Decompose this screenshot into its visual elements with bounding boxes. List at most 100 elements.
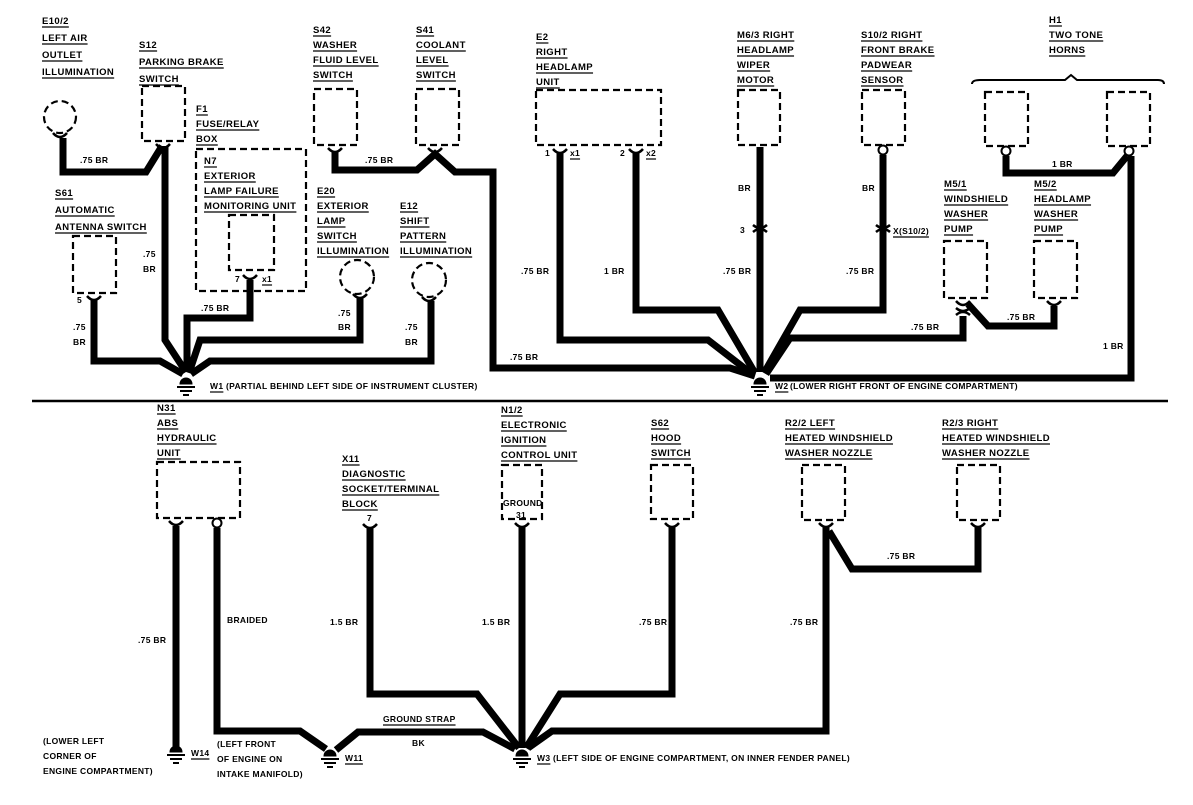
wire-label: .75 [73,322,86,332]
ring-terminal-icon [1000,145,1012,157]
wire-horns-to-w2 [770,156,1135,382]
connector-icon [628,148,644,155]
wire-label: .75 BR [887,551,915,561]
ground-w2-icon [751,377,769,396]
component-label-r2-3: R2/3 RIGHT [942,418,998,429]
component-label-x11: DIAGNOSTIC [342,469,406,480]
component-label-m6-3: WIPER [737,60,770,71]
box-n1-2 [500,463,544,521]
component-label-s10-2: FRONT BRAKE [861,45,935,56]
component-label-e10-2: ILLUMINATION [42,67,114,78]
component-label-m5-2: WASHER [1034,209,1078,220]
component-label-m5-1: WINDSHIELD [944,194,1008,205]
component-label-r2-3: HEATED WINDSHIELD [942,433,1050,444]
wire-m5-1-to-m5-2 [965,301,1058,330]
lamp-e10-2 [42,99,78,135]
connector-icon [427,147,443,154]
ring-terminal-icon [877,144,889,156]
ground-cap [753,377,767,385]
ground-desc-w14: ENGINE COMPARTMENT) [43,766,153,776]
pin-label: x2 [646,148,656,158]
lamp-e12 [410,261,448,299]
connector-icon [552,148,568,155]
pin-label: X(S10/2) [893,226,929,236]
component-label-m5-2: M5/2 [1034,179,1057,190]
component-label-n7: N7 [204,156,217,167]
ground-desc-w1: (PARTIAL BEHIND LEFT SIDE OF INSTRUMENT … [226,381,478,391]
component-label-s61: ANTENNA SWITCH [55,222,147,233]
connector-icon [52,132,68,139]
component-label-s42: S42 [313,25,331,36]
connector-icon [664,522,680,529]
wire-label: .75 BR [201,303,229,313]
component-label-s10-2: SENSOR [861,75,904,86]
ground-label-w3: W3 [537,753,550,763]
wire-label: .75 BR [80,155,108,165]
wires [59,138,1135,753]
component-label-m5-1: PUMP [944,224,973,235]
box-r2-3 [955,463,1002,522]
component-label-e12: SHIFT [400,216,429,227]
component-label-e2: E2 [536,32,548,43]
wire-label: BR [338,322,351,332]
ground-cap [515,749,529,757]
box-r2-2 [800,463,847,522]
connector-icon [818,522,834,529]
wire-label: .75 BR [790,617,818,627]
component-label-s41: LEVEL [416,55,449,66]
connector-icon [242,274,258,281]
component-label-n7: EXTERIOR [204,171,256,182]
wire-e20-to-w1 [185,298,364,375]
component-shapes [42,73,1165,768]
ground-desc-w11: OF ENGINE ON [217,754,282,764]
pin-label: 5 [77,295,82,305]
connector-icon [514,522,530,529]
wire-label: .75 BR [846,266,874,276]
component-label-e12: PATTERN [400,231,446,242]
ground-desc-w14: (LOWER LEFT [43,736,105,746]
connector-icon [362,523,378,530]
wire-s62-to-w3 [523,527,676,750]
connector-icon [168,520,184,527]
wire-n31-braided-to-w11 [213,528,328,752]
component-label-x11: BLOCK [342,499,378,510]
component-label-m5-1: M5/1 [944,179,967,190]
box-s41 [414,87,461,147]
component-label-e2: RIGHT [536,47,568,58]
component-label-m6-3: M6/3 RIGHT [737,30,794,41]
inline-connector-s10-2 [875,224,891,233]
component-label-r2-2: WASHER NOZZLE [785,448,873,459]
wire-s12-to-w1 [161,146,189,374]
wire-label: .75 [143,249,156,259]
wire-m5-1-to-w2 [763,316,967,376]
component-label-s42: FLUID LEVEL [313,55,379,66]
component-label-e10-2: OUTLET [42,50,82,61]
component-label-e10-2: E10/2 [42,16,69,27]
ground-cap [179,377,193,385]
ground-desc-w11: INTAKE MANIFOLD) [217,769,303,779]
component-label-f1: F1 [196,104,208,115]
wire-label: BR [738,183,751,193]
wire-label: .75 [338,308,351,318]
component-label-e2: UNIT [536,77,560,88]
component-label-n1-2: ELECTRONIC [501,420,567,431]
ground-w14-icon [167,745,185,764]
component-label-m6-3: MOTOR [737,75,774,86]
wire-label: .75 BR [1007,312,1035,322]
ring-terminal-icon [211,517,223,529]
connector-icon [86,295,102,302]
wire-r2-2-to-r2-3 [826,527,982,573]
component-label-x11: SOCKET/TERMINAL [342,484,439,495]
component-label-s61: AUTOMATIC [55,205,115,216]
component-label-x11: X11 [342,454,360,465]
component-label-n31: ABS [157,418,178,429]
wire-label: .75 BR [723,266,751,276]
component-label-n7: LAMP FAILURE [204,186,279,197]
wire-x11-to-w3 [366,528,522,751]
wire-e2-pin2-to-w2 [632,153,759,375]
pin-label: 7 [367,513,372,523]
connector-icon [1046,300,1062,307]
wire-label: .75 BR [639,617,667,627]
